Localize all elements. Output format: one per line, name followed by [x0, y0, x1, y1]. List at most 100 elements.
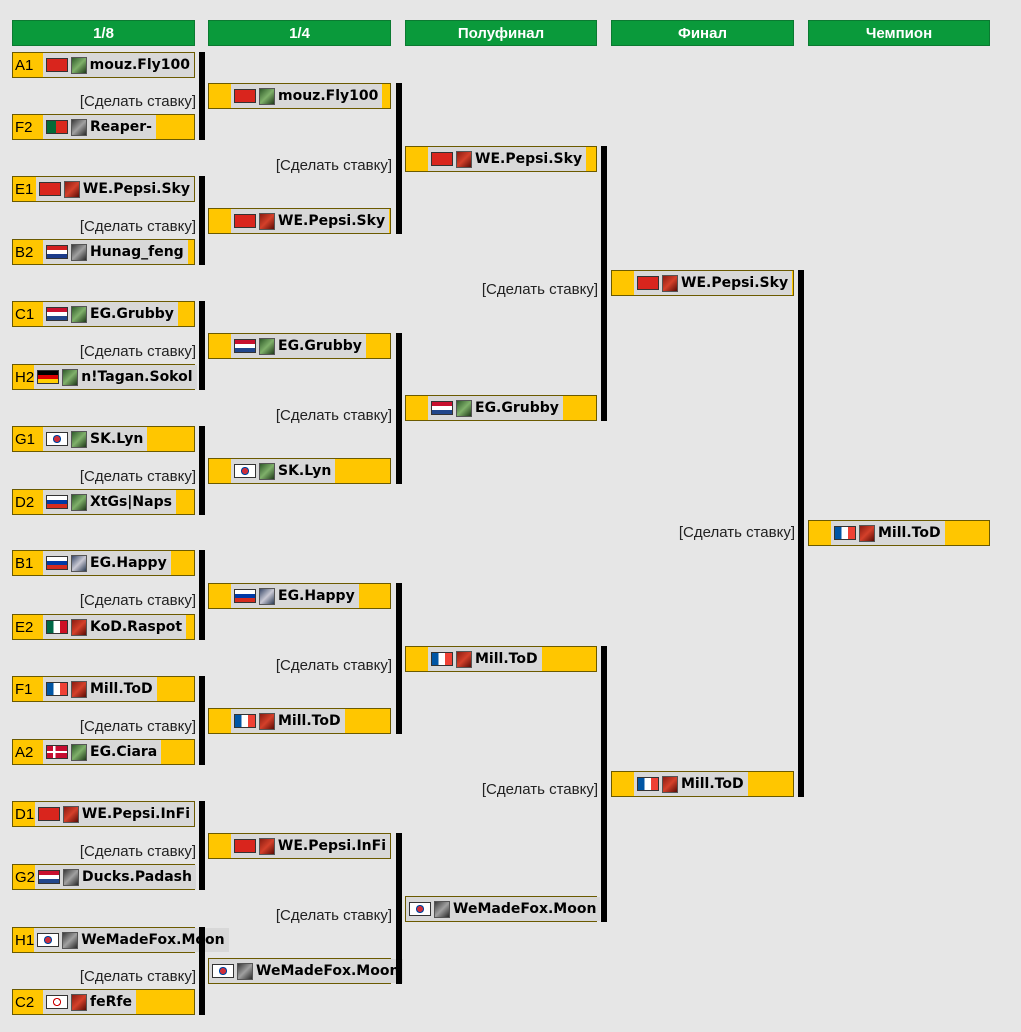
player-name[interactable]: EG.Ciara — [90, 744, 158, 760]
race-icon — [71, 243, 87, 261]
player-name[interactable]: Mill.ToD — [878, 525, 941, 541]
bet-link[interactable]: [Сделать ставку] — [79, 843, 196, 860]
player-name[interactable]: feRfe — [90, 994, 132, 1010]
player-name[interactable]: SK.Lyn — [278, 463, 332, 479]
player-name[interactable]: KoD.Raspot — [90, 619, 183, 635]
race-icon — [259, 212, 275, 230]
bet-link[interactable]: [Сделать ставку] — [79, 93, 196, 110]
flag-icon — [234, 714, 256, 728]
flag-icon — [409, 902, 431, 916]
player-name[interactable]: WeMadeFox.Moon — [453, 901, 597, 917]
player-plate: SK.Lyn — [231, 459, 336, 483]
player-name[interactable]: EG.Happy — [90, 555, 167, 571]
bet-link[interactable]: [Сделать ставку] — [79, 592, 196, 609]
player-slot[interactable]: mouz.Fly100 — [208, 83, 391, 109]
bet-link[interactable]: [Сделать ставку] — [275, 407, 392, 424]
race-icon — [259, 87, 275, 105]
bracket-connector — [199, 301, 205, 390]
player-slot[interactable]: WE.Pepsi.Sky — [611, 270, 794, 296]
player-name[interactable]: WE.Pepsi.Sky — [278, 213, 386, 229]
player-plate: EG.Grubby — [428, 396, 563, 420]
player-slot[interactable]: WE.Pepsi.Sky — [405, 146, 597, 172]
bet-link[interactable]: [Сделать ставку] — [678, 524, 795, 541]
bet-link[interactable]: [Сделать ставку] — [275, 157, 392, 174]
player-name[interactable]: WE.Pepsi.Sky — [82, 181, 190, 197]
player-name[interactable]: Reaper- — [90, 119, 152, 135]
player-name[interactable]: XtGs|Naps — [90, 494, 172, 510]
player-name[interactable]: mouz.Fly100 — [278, 88, 379, 104]
player-name[interactable]: EG.Grubby — [475, 400, 559, 416]
player-slot[interactable]: WE.Pepsi.Sky — [208, 208, 391, 234]
bet-link[interactable]: [Сделать ставку] — [275, 907, 392, 924]
bet-link[interactable]: [Сделать ставку] — [79, 468, 196, 485]
player-name[interactable]: WE.Pepsi.InFi — [277, 838, 386, 854]
player-slot[interactable]: EG.Grubby — [405, 395, 597, 421]
player-name[interactable]: EG.Grubby — [90, 306, 174, 322]
bet-link[interactable]: [Сделать ставку] — [79, 968, 196, 985]
player-slot[interactable]: Mill.ToD — [405, 646, 597, 672]
player-plate: XtGs|Naps — [43, 490, 176, 514]
player-name[interactable]: n!Tagan.Sokol — [81, 369, 193, 385]
player-plate: Mill.ToD — [231, 709, 345, 733]
player-name[interactable]: mouz.Fly100 — [89, 57, 190, 73]
player-name[interactable]: WE.Pepsi.Sky — [681, 275, 789, 291]
race-icon — [71, 618, 87, 636]
player-slot[interactable]: Mill.ToD — [611, 771, 794, 797]
player-name[interactable]: Mill.ToD — [278, 713, 341, 729]
player-name[interactable]: WeMadeFox.Moon — [81, 932, 225, 948]
player-slot[interactable]: WE.Pepsi.InFi — [208, 833, 391, 859]
bracket-connector — [199, 52, 205, 140]
round-header-4: Чемпион — [808, 20, 990, 46]
player-slot[interactable]: Mill.ToD — [208, 708, 391, 734]
player-slot[interactable]: WeMadeFox.Moon — [208, 958, 404, 984]
bet-link[interactable]: [Сделать ставку] — [275, 657, 392, 674]
player-slot[interactable]: WeMadeFox.Moon — [405, 896, 601, 922]
player-name[interactable]: WE.Pepsi.InFi — [81, 806, 190, 822]
bracket-connector — [396, 83, 402, 234]
player-slot[interactable]: EG.Grubby — [208, 333, 391, 359]
player-name[interactable]: WeMadeFox.Moon — [256, 963, 400, 979]
seed-label: F1 — [15, 680, 33, 698]
player-slot[interactable]: F1 Mill.ToD — [12, 676, 195, 702]
player-plate: KoD.Raspot — [43, 615, 187, 639]
player-name[interactable]: WE.Pepsi.Sky — [475, 151, 583, 167]
player-slot[interactable]: Mill.ToD — [808, 520, 990, 546]
bet-link[interactable]: [Сделать ставку] — [79, 218, 196, 235]
flag-icon — [46, 245, 68, 259]
player-name[interactable]: SK.Lyn — [90, 431, 144, 447]
player-plate: Mill.ToD — [43, 677, 157, 701]
player-plate: EG.Grubby — [231, 334, 366, 358]
bet-link[interactable]: [Сделать ставку] — [481, 281, 598, 298]
player-slot[interactable]: EG.Happy — [208, 583, 391, 609]
player-name[interactable]: EG.Happy — [278, 588, 355, 604]
player-name[interactable]: EG.Grubby — [278, 338, 362, 354]
bet-link[interactable]: [Сделать ставку] — [79, 718, 196, 735]
player-plate: WE.Pepsi.Sky — [428, 147, 587, 171]
player-name[interactable]: Mill.ToD — [681, 776, 744, 792]
player-name[interactable]: Mill.ToD — [90, 681, 153, 697]
player-name[interactable]: Ducks.Padash — [82, 869, 192, 885]
player-name[interactable]: Mill.ToD — [475, 651, 538, 667]
player-name[interactable]: Hunag_feng — [90, 244, 184, 260]
player-slot[interactable]: SK.Lyn — [208, 458, 391, 484]
bet-link[interactable]: [Сделать ставку] — [79, 343, 196, 360]
bet-link[interactable]: [Сделать ставку] — [481, 781, 598, 798]
race-icon — [456, 150, 472, 168]
bracket-connector — [199, 426, 205, 515]
player-plate: WE.Pepsi.InFi — [34, 802, 194, 826]
